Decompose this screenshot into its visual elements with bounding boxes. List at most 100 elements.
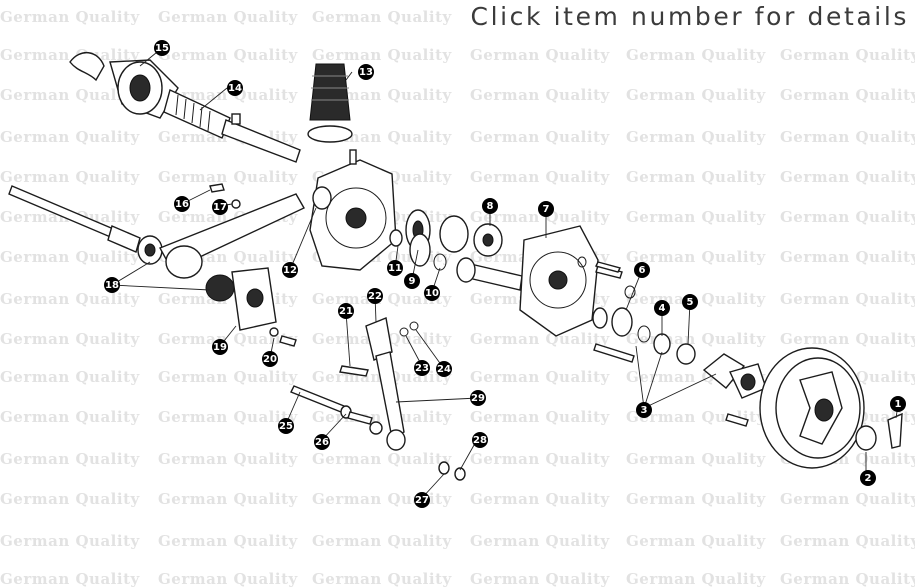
callout-number[interactable]: 15 <box>155 43 169 54</box>
callout-23[interactable]: 23 <box>414 360 430 376</box>
callout-26[interactable]: 26 <box>314 434 330 450</box>
callout-number[interactable]: 27 <box>415 495 429 506</box>
callout-marker[interactable] <box>890 396 906 412</box>
callout-marker[interactable] <box>338 303 354 319</box>
callout-number[interactable]: 5 <box>687 297 694 308</box>
callout-marker[interactable] <box>212 199 228 215</box>
callout-number[interactable]: 28 <box>473 435 487 446</box>
gear-housing-cover <box>519 225 696 365</box>
callout-5[interactable]: 5 <box>682 294 698 310</box>
callout-number[interactable]: 16 <box>175 199 189 210</box>
callout-marker[interactable] <box>227 80 243 96</box>
callout-marker[interactable] <box>314 434 330 450</box>
watermark-text: German Quality <box>0 168 140 186</box>
callout-22[interactable]: 22 <box>367 288 383 304</box>
callout-number[interactable]: 4 <box>659 303 666 314</box>
callout-number[interactable]: 10 <box>425 288 439 299</box>
callout-number[interactable]: 2 <box>865 473 872 484</box>
callout-10[interactable]: 10 <box>424 285 440 301</box>
callout-marker[interactable] <box>278 418 294 434</box>
reduction-gear-housing <box>309 159 397 271</box>
callout-number[interactable]: 26 <box>315 437 329 448</box>
callout-number[interactable]: 22 <box>368 291 382 302</box>
callout-28[interactable]: 28 <box>472 432 488 448</box>
callout-marker[interactable] <box>414 492 430 508</box>
callout-number[interactable]: 29 <box>471 393 485 404</box>
callout-number[interactable]: 12 <box>283 265 297 276</box>
callout-11[interactable]: 11 <box>387 260 403 276</box>
callout-marker[interactable] <box>404 273 420 289</box>
callout-number[interactable]: 24 <box>437 364 451 375</box>
callout-marker[interactable] <box>154 40 170 56</box>
trailing-arm <box>159 193 305 331</box>
callout-25[interactable]: 25 <box>278 418 294 434</box>
callout-6[interactable]: 6 <box>634 262 650 278</box>
gear-set <box>389 209 503 271</box>
callout-3[interactable]: 3 <box>636 402 652 418</box>
callout-2[interactable]: 2 <box>860 470 876 486</box>
callout-marker[interactable] <box>636 402 652 418</box>
watermark-text: German Quality <box>470 46 610 64</box>
callout-21[interactable]: 21 <box>338 303 354 319</box>
watermark-text: German Quality <box>626 46 766 64</box>
callout-number[interactable]: 19 <box>213 342 227 353</box>
callout-marker[interactable] <box>682 294 698 310</box>
callout-15[interactable]: 15 <box>154 40 170 56</box>
callout-number[interactable]: 14 <box>228 83 242 94</box>
callout-number[interactable]: 21 <box>339 306 353 317</box>
callout-marker[interactable] <box>424 285 440 301</box>
callout-marker[interactable] <box>414 360 430 376</box>
callout-number[interactable]: 13 <box>359 67 373 78</box>
callout-marker[interactable] <box>358 64 374 80</box>
callout-number[interactable]: 18 <box>105 280 119 291</box>
callout-7[interactable]: 7 <box>538 201 554 217</box>
shock-absorber <box>339 317 419 451</box>
callout-14[interactable]: 14 <box>227 80 243 96</box>
callout-20[interactable]: 20 <box>262 351 278 367</box>
callout-marker[interactable] <box>387 260 403 276</box>
callout-number[interactable]: 1 <box>895 399 902 410</box>
callout-9[interactable]: 9 <box>404 273 420 289</box>
callout-marker[interactable] <box>104 277 120 293</box>
callout-17[interactable]: 17 <box>212 199 228 215</box>
callout-number[interactable]: 9 <box>409 276 416 287</box>
callout-1[interactable]: 1 <box>890 396 906 412</box>
callout-27[interactable]: 27 <box>414 492 430 508</box>
callout-marker[interactable] <box>367 288 383 304</box>
callout-number[interactable]: 17 <box>213 202 227 213</box>
callout-4[interactable]: 4 <box>654 300 670 316</box>
callout-24[interactable]: 24 <box>436 361 452 377</box>
callout-number[interactable]: 23 <box>415 363 429 374</box>
watermark-text: German Quality <box>780 248 915 266</box>
callout-16[interactable]: 16 <box>174 196 190 212</box>
callout-marker[interactable] <box>860 470 876 486</box>
callout-marker[interactable] <box>472 432 488 448</box>
watermark-text: German Quality <box>158 86 298 104</box>
callout-number[interactable]: 7 <box>543 204 550 215</box>
callout-number[interactable]: 25 <box>279 421 293 432</box>
callout-marker[interactable] <box>174 196 190 212</box>
callout-marker[interactable] <box>482 198 498 214</box>
callout-marker[interactable] <box>654 300 670 316</box>
callout-13[interactable]: 13 <box>358 64 374 80</box>
callout-marker[interactable] <box>538 201 554 217</box>
callout-marker[interactable] <box>212 339 228 355</box>
callout-marker[interactable] <box>262 351 278 367</box>
callout-29[interactable]: 29 <box>470 390 486 406</box>
callout-number[interactable]: 6 <box>639 265 646 276</box>
callout-number[interactable]: 8 <box>487 201 494 212</box>
callout-18[interactable]: 18 <box>104 277 120 293</box>
callout-8[interactable]: 8 <box>482 198 498 214</box>
callout-marker[interactable] <box>282 262 298 278</box>
callout-12[interactable]: 12 <box>282 262 298 278</box>
watermark-text: German Quality <box>158 8 298 26</box>
callout-19[interactable]: 19 <box>212 339 228 355</box>
watermark-text: German Quality <box>470 450 610 468</box>
callout-marker[interactable] <box>634 262 650 278</box>
callout-number[interactable]: 3 <box>641 405 648 416</box>
callout-number[interactable]: 20 <box>263 354 277 365</box>
callout-marker[interactable] <box>470 390 486 406</box>
callout-number[interactable]: 11 <box>388 263 402 274</box>
callout-marker[interactable] <box>436 361 452 377</box>
